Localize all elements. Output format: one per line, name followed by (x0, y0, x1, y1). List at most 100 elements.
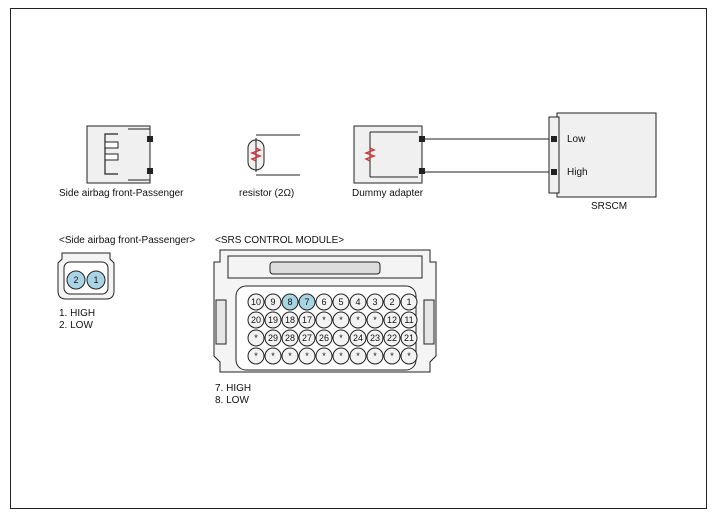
srs-pin-r3c6: * (349, 347, 367, 365)
srs-pin-r2c7: 23 (366, 329, 384, 347)
srs-pin-r1c5-label: * (339, 315, 343, 325)
srs-pin-r0c6-label: 4 (355, 297, 360, 307)
srs-pin-r3c5-label: * (339, 351, 343, 361)
srs-pin-r3c9-label: * (407, 351, 411, 361)
srs-module-title: <SRS CONTROL MODULE> (215, 235, 345, 246)
srs-pin-r1c2-label: 18 (285, 315, 295, 325)
dummy-adapter-caption: Dummy adapter (352, 188, 424, 199)
srs-pin-r0c0-label: 10 (251, 297, 261, 307)
srs-pin-r0c7-label: 3 (372, 297, 377, 307)
srs-pin-r1c8-label: 12 (387, 315, 397, 325)
srs-pin-r2c4-label: 26 (319, 333, 329, 343)
srs-pin-r1c2: 18 (281, 311, 299, 329)
srs-pin-r3c5: * (332, 347, 350, 365)
srs-pin-r3c3: * (298, 347, 316, 365)
srscm-component: Low High (548, 112, 657, 198)
resistor-component (247, 134, 300, 176)
srscm-high-label: High (567, 167, 588, 178)
srs-pin-r0c8: 2 (383, 293, 401, 311)
srs-pin-r3c7-label: * (373, 351, 377, 361)
srs-pin-r0c0: 10 (247, 293, 265, 311)
srs-pin-r3c3-label: * (305, 351, 309, 361)
srs-pin-r1c0: 20 (247, 311, 265, 329)
srs-pin-r2c1-label: 29 (268, 333, 278, 343)
srs-pin-r0c3-label: 7 (304, 297, 309, 307)
srs-pin-r2c4: 26 (315, 329, 333, 347)
srs-pin-r0c7: 3 (366, 293, 384, 311)
srs-pin-r3c7: * (366, 347, 384, 365)
srs-pin-r0c1: 9 (264, 293, 282, 311)
srs-pin-r0c2: 8 (281, 293, 299, 311)
srs-pin-r0c9: 1 (400, 293, 418, 311)
srs-pin-r3c8-label: * (390, 351, 394, 361)
side-airbag-caption: Side airbag front-Passenger (59, 188, 184, 199)
diagram-frame (10, 8, 707, 509)
srs-pin-r2c6-label: 24 (353, 333, 363, 343)
srs-pin-r3c8: * (383, 347, 401, 365)
srs-pin-r0c1-label: 9 (270, 297, 275, 307)
srs-pin-r2c1: 29 (264, 329, 282, 347)
srs-pin-r1c7: * (366, 311, 384, 329)
srscm-caption: SRSCM (591, 201, 628, 212)
dummy-adapter-resistor (364, 147, 376, 162)
srs-pin-r1c8: 12 (383, 311, 401, 329)
srs-pin-r0c4: 6 (315, 293, 333, 311)
side-connector-legend-2: 2. LOW (59, 320, 93, 331)
srs-pin-r2c6: 24 (349, 329, 367, 347)
srs-pin-r3c4: * (315, 347, 333, 365)
srs-pin-r0c6: 4 (349, 293, 367, 311)
side-connector-legend-1: 1. HIGH (59, 308, 96, 319)
srs-pin-r1c1: 19 (264, 311, 282, 329)
srs-pin-r3c1-label: * (271, 351, 275, 361)
srs-pin-r2c3: 27 (298, 329, 316, 347)
dummy-adapter-component (353, 125, 551, 184)
resistor-caption: resistor (2Ω) (239, 188, 295, 199)
srs-pin-r3c6-label: * (356, 351, 360, 361)
srs-pin-r2c2-label: 28 (285, 333, 295, 343)
srs-pin-r0c2-label: 8 (287, 297, 292, 307)
srs-module-legend-1: 7. HIGH (215, 383, 252, 394)
side-connector-title: <Side airbag front-Passenger> (59, 235, 196, 246)
srs-pin-r1c6: * (349, 311, 367, 329)
side-pin-2: 2 (66, 270, 86, 290)
srs-pin-r2c9: 21 (400, 329, 418, 347)
srs-pin-r3c2: * (281, 347, 299, 365)
srs-pin-r0c4-label: 6 (321, 297, 326, 307)
srs-pin-r1c5: * (332, 311, 350, 329)
srs-pin-r1c6-label: * (356, 315, 360, 325)
srs-pin-r1c3: 17 (298, 311, 316, 329)
srs-pin-r2c0: * (247, 329, 265, 347)
srs-pin-r0c5-label: 5 (338, 297, 343, 307)
srs-module-legend-2: 8. LOW (215, 395, 249, 406)
srs-pin-r2c8: 22 (383, 329, 401, 347)
srs-pin-r2c5-label: * (339, 333, 343, 343)
srs-pin-r1c7-label: * (373, 315, 377, 325)
srs-pin-r0c8-label: 2 (389, 297, 394, 307)
srs-pin-r2c2: 28 (281, 329, 299, 347)
srs-pin-r2c0-label: * (254, 333, 258, 343)
srs-pin-r3c1: * (264, 347, 282, 365)
side-pin-1: 1 (86, 270, 106, 290)
srscm-low-label: Low (567, 134, 586, 145)
resistor-zigzag (250, 147, 262, 162)
srs-pin-r1c1-label: 19 (268, 315, 278, 325)
srs-pin-r3c2-label: * (288, 351, 292, 361)
srs-pin-r1c0-label: 20 (251, 315, 261, 325)
srs-pin-r1c3-label: 17 (302, 315, 312, 325)
srs-pin-r3c4-label: * (322, 351, 326, 361)
srs-pin-r1c4: * (315, 311, 333, 329)
srs-pin-r1c9: 11 (400, 311, 418, 329)
srs-pin-r1c9-label: 11 (404, 315, 413, 325)
srs-pin-r2c8-label: 22 (387, 333, 397, 343)
srs-pin-r0c5: 5 (332, 293, 350, 311)
srs-pin-r3c9: * (400, 347, 418, 365)
srs-pin-r2c7-label: 23 (370, 333, 380, 343)
side-pin-1-label: 1 (93, 275, 98, 285)
srs-pin-r0c3: 7 (298, 293, 316, 311)
srs-pin-r2c5: * (332, 329, 350, 347)
